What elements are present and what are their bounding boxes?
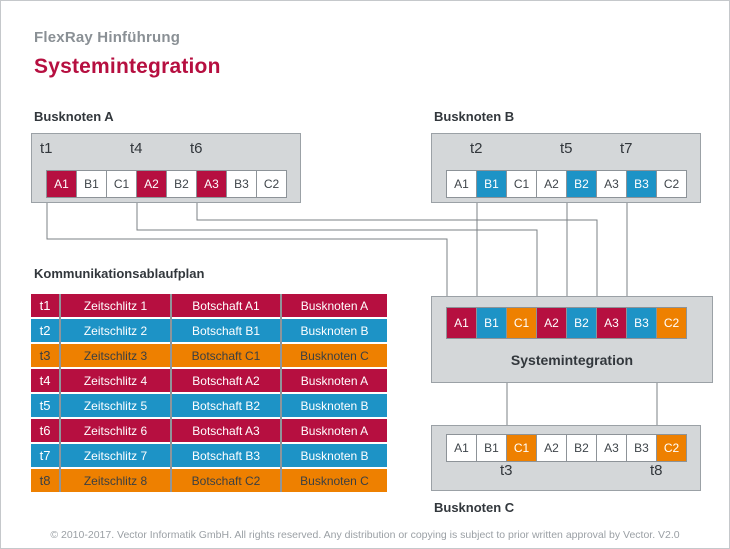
busknoten-a-slot-c2: C2 <box>257 171 286 197</box>
schedule-cell-botschaft: Botschaft B3 <box>172 444 280 467</box>
schedule-cell-busknoten: Busknoten A <box>282 419 387 442</box>
schedule-cell-botschaft: Botschaft A3 <box>172 419 280 442</box>
schedule-cell-zeitschlitz: Zeitschlitz 4 <box>61 369 170 392</box>
schedule-column-divider <box>59 294 61 492</box>
schedule-cell-botschaft: Botschaft B2 <box>172 394 280 417</box>
busknoten-a-slot-a3: A3 <box>197 171 226 197</box>
time-label-t3: t3 <box>500 462 513 479</box>
schedule-cell-time: t4 <box>31 369 59 392</box>
busknoten-b-slot-c2: C2 <box>657 171 686 197</box>
schedule-cell-busknoten: Busknoten C <box>282 469 387 492</box>
systemintegration-slot-b3: B3 <box>627 308 656 338</box>
busknoten-b-slot-a1: A1 <box>447 171 476 197</box>
schedule-column-divider <box>280 294 282 492</box>
schedule-cell-busknoten: Busknoten B <box>282 394 387 417</box>
systemintegration-slot-b2: B2 <box>567 308 596 338</box>
schedule-cell-zeitschlitz: Zeitschlitz 5 <box>61 394 170 417</box>
schedule-cell-botschaft: Botschaft A1 <box>172 294 280 317</box>
busknoten-a-slot-b2: B2 <box>167 171 196 197</box>
busknoten-c-slot-c1: C1 <box>507 435 536 461</box>
copyright-footer: © 2010-2017. Vector Informatik GmbH. All… <box>50 529 680 541</box>
time-label-t4: t4 <box>130 140 143 157</box>
schedule-cell-botschaft: Botschaft C1 <box>172 344 280 367</box>
schedule-cell-busknoten: Busknoten A <box>282 369 387 392</box>
busknoten-a-slot-a2: A2 <box>137 171 166 197</box>
busknoten-a-slot-c1: C1 <box>107 171 136 197</box>
time-label-t6: t6 <box>190 140 203 157</box>
time-label-t8: t8 <box>650 462 663 479</box>
wire-a2 <box>136 196 538 300</box>
schedule-cell-time: t3 <box>31 344 59 367</box>
systemintegration-slot-b1: B1 <box>477 308 506 338</box>
schedule-cell-time: t1 <box>31 294 59 317</box>
schedule-cell-time: t2 <box>31 319 59 342</box>
busknoten-c-slot-b2: B2 <box>567 435 596 461</box>
systemintegration-slot-a3: A3 <box>597 308 626 338</box>
lesson-subtitle: FlexRay Hinführung <box>34 29 181 46</box>
schedule-cell-botschaft: Botschaft C2 <box>172 469 280 492</box>
busknoten-c-slot-c2: C2 <box>657 435 686 461</box>
busknoten-b-slot-c1: C1 <box>507 171 536 197</box>
busknoten-c-slot-a2: A2 <box>537 435 566 461</box>
systemintegration-slot-c2: C2 <box>657 308 686 338</box>
schedule-cell-time: t7 <box>31 444 59 467</box>
schedule-cell-botschaft: Botschaft A2 <box>172 369 280 392</box>
schedule-cell-zeitschlitz: Zeitschlitz 8 <box>61 469 170 492</box>
busknoten-c-slot-b3: B3 <box>627 435 656 461</box>
busknoten-b-label: Busknoten B <box>434 109 515 124</box>
busknoten-a-slot-b3: B3 <box>227 171 256 197</box>
busknoten-b-slot-b3: B3 <box>627 171 656 197</box>
busknoten-b-slot-a3: A3 <box>597 171 626 197</box>
busknoten-b-slot-b1: B1 <box>477 171 506 197</box>
time-label-t5: t5 <box>560 140 573 157</box>
schedule-cell-busknoten: Busknoten B <box>282 444 387 467</box>
busknoten-c-slot-a3: A3 <box>597 435 626 461</box>
schedule-cell-busknoten: Busknoten B <box>282 319 387 342</box>
wire-a1 <box>46 196 448 300</box>
schedule-cell-zeitschlitz: Zeitschlitz 1 <box>61 294 170 317</box>
schedule-cell-time: t6 <box>31 419 59 442</box>
time-label-t7: t7 <box>620 140 633 157</box>
time-label-t2: t2 <box>470 140 483 157</box>
schedule-cell-time: t8 <box>31 469 59 492</box>
systemintegration-label: Systemintegration <box>510 352 634 368</box>
busknoten-b-slot-b2: B2 <box>567 171 596 197</box>
schedule-cell-zeitschlitz: Zeitschlitz 3 <box>61 344 170 367</box>
schedule-cell-time: t5 <box>31 394 59 417</box>
schedule-cell-zeitschlitz: Zeitschlitz 7 <box>61 444 170 467</box>
schedule-cell-zeitschlitz: Zeitschlitz 6 <box>61 419 170 442</box>
busknoten-c-slot-a1: A1 <box>447 435 476 461</box>
busknoten-a-slot-a1: A1 <box>47 171 76 197</box>
schedule-cell-busknoten: Busknoten A <box>282 294 387 317</box>
schedule-column-divider <box>170 294 172 492</box>
schedule-label: Kommunikationsablaufplan <box>34 266 205 281</box>
systemintegration-slot-a1: A1 <box>447 308 476 338</box>
time-label-t1: t1 <box>40 140 53 157</box>
schedule-cell-zeitschlitz: Zeitschlitz 2 <box>61 319 170 342</box>
busknoten-a-slot-b1: B1 <box>77 171 106 197</box>
busknoten-c-label: Busknoten C <box>434 500 515 515</box>
busknoten-b-slot-a2: A2 <box>537 171 566 197</box>
wire-a3 <box>196 196 598 300</box>
busknoten-c-slot-b1: B1 <box>477 435 506 461</box>
schedule-cell-busknoten: Busknoten C <box>282 344 387 367</box>
page-title: Systemintegration <box>34 55 221 78</box>
schedule-cell-botschaft: Botschaft B1 <box>172 319 280 342</box>
busknoten-a-label: Busknoten A <box>34 109 114 124</box>
systemintegration-slot-c1: C1 <box>507 308 536 338</box>
systemintegration-slot-a2: A2 <box>537 308 566 338</box>
